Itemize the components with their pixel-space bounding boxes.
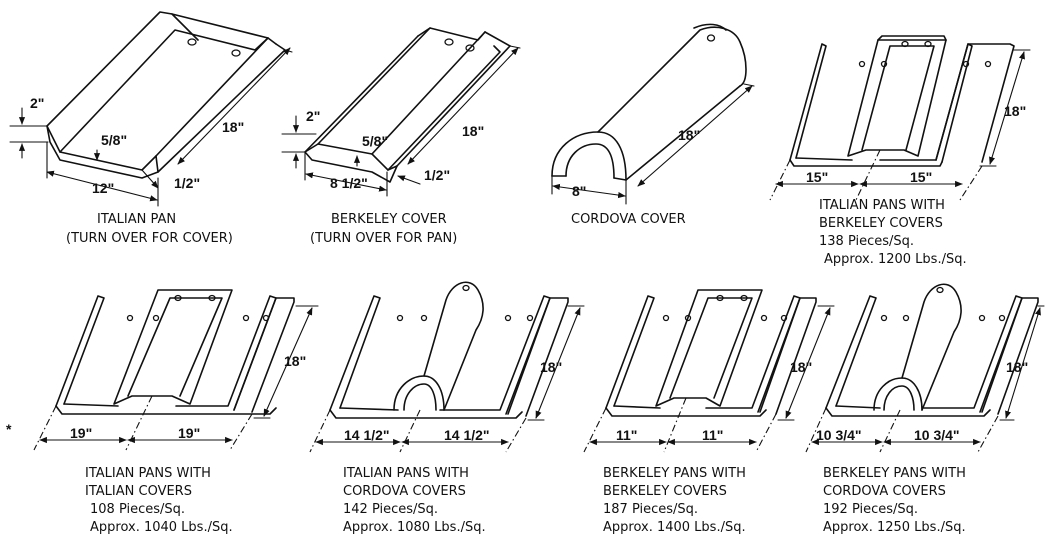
assembly-2-spacing-right: 19" [178, 425, 200, 441]
assembly-1-caption-line-4: Approx. 1200 Lbs./Sq. [824, 252, 967, 267]
assembly-2-caption-line-2: ITALIAN COVERS [85, 484, 192, 499]
italian-pan-drawing: 2" 5/8" 18" 1/2" 12" [9, 11, 293, 207]
assembly-2-spacing-left: 19" [70, 425, 92, 441]
cordova-cover-drawing: 18" 8" [551, 23, 755, 205]
italian-pan-caption-line-2: (TURN OVER FOR COVER) [66, 231, 233, 246]
assembly-1-caption-line-1: ITALIAN PANS WITH [819, 198, 945, 213]
assembly-italian-berkeley-drawing: 18" 15" 15" [769, 35, 1031, 201]
assembly-2-length-label: 18" [284, 353, 306, 369]
assembly-5-spacing-left: 10 3/4" [816, 427, 862, 443]
italian-pan-length-label: 18" [222, 119, 244, 135]
berkeley-cover-flange-label: 1/2" [424, 167, 450, 183]
assembly-3-caption-line-3: 142 Pieces/Sq. [343, 502, 438, 517]
berkeley-cover-length-label: 18" [462, 123, 484, 139]
berkeley-cover-caption-line-2: (TURN OVER FOR PAN) [310, 231, 457, 246]
berkeley-cover-caption-line-1: BERKELEY COVER [331, 212, 447, 227]
assembly-5-caption-line-4: Approx. 1250 Lbs./Sq. [823, 520, 966, 535]
assembly-4-caption-line-4: Approx. 1400 Lbs./Sq. [603, 520, 746, 535]
berkeley-cover-height-label: 2" [306, 108, 320, 124]
assembly-5-caption-line-2: CORDOVA COVERS [823, 484, 946, 499]
berkeley-cover-lip-label: 5/8" [362, 133, 388, 149]
assembly-5-caption-line-1: BERKELEY PANS WITH [823, 466, 966, 481]
assembly-2-caption-line-1: ITALIAN PANS WITH [85, 466, 211, 481]
assembly-4-caption-line-2: BERKELEY COVERS [603, 484, 727, 499]
assembly-2-caption-line-3: 108 Pieces/Sq. [90, 502, 185, 517]
assembly-1-caption-line-3: 138 Pieces/Sq. [819, 234, 914, 249]
assembly-3-caption-line-2: CORDOVA COVERS [343, 484, 466, 499]
assembly-2-caption-line-4: Approx. 1040 Lbs./Sq. [90, 520, 233, 535]
captions: ITALIAN PAN (TURN OVER FOR COVER) BERKEL… [66, 198, 967, 535]
assembly-1-spacing-left: 15" [806, 169, 828, 185]
italian-pan-height-label: 2" [30, 95, 44, 111]
italian-pan-flange-label: 1/2" [174, 175, 200, 191]
assembly-4-caption-line-1: BERKELEY PANS WITH [603, 466, 746, 481]
italian-pan-caption-line-1: ITALIAN PAN [97, 212, 176, 227]
assembly-4-length-label: 18" [790, 359, 812, 375]
cordova-cover-width-label: 8" [572, 183, 586, 199]
assembly-2-note-mark: * [6, 421, 12, 437]
assembly-1-length-label: 18" [1004, 103, 1026, 119]
assembly-5-caption-line-3: 192 Pieces/Sq. [823, 502, 918, 517]
assembly-1-spacing-right: 15" [910, 169, 932, 185]
assembly-1-caption-line-2: BERKELEY COVERS [819, 216, 943, 231]
italian-pan-width-label: 12" [92, 180, 114, 196]
cordova-cover-length-label: 18" [678, 127, 700, 143]
assembly-berkeley-berkeley-drawing: 18" 11" 11" [583, 289, 835, 453]
assembly-3-caption-line-4: Approx. 1080 Lbs./Sq. [343, 520, 486, 535]
assembly-5-spacing-right: 10 3/4" [914, 427, 960, 443]
assembly-4-spacing-right: 11" [702, 427, 723, 443]
assembly-italian-italian-drawing: 18" 19" 19" * [6, 289, 319, 451]
assembly-4-spacing-left: 11" [616, 427, 637, 443]
italian-pan-lip-label: 5/8" [101, 132, 127, 148]
assembly-3-caption-line-1: ITALIAN PANS WITH [343, 466, 469, 481]
assembly-3-length-label: 18" [540, 359, 562, 375]
assembly-3-spacing-right: 14 1/2" [444, 427, 490, 443]
assembly-berkeley-cordova-drawing: 18" 10 3/4" 10 3/4" [805, 283, 1045, 453]
assembly-3-spacing-left: 14 1/2" [344, 427, 390, 443]
assembly-4-caption-line-3: 187 Pieces/Sq. [603, 502, 698, 517]
assembly-5-length-label: 18" [1006, 359, 1028, 375]
berkeley-cover-width-label: 8 1/2" [330, 175, 368, 191]
berkeley-cover-drawing: 2" 5/8" 18" 1/2" 8 1/2" [281, 27, 521, 197]
cordova-cover-caption: CORDOVA COVER [571, 212, 686, 227]
assembly-italian-cordova-drawing: 18" 14 1/2" 14 1/2" [309, 281, 585, 453]
